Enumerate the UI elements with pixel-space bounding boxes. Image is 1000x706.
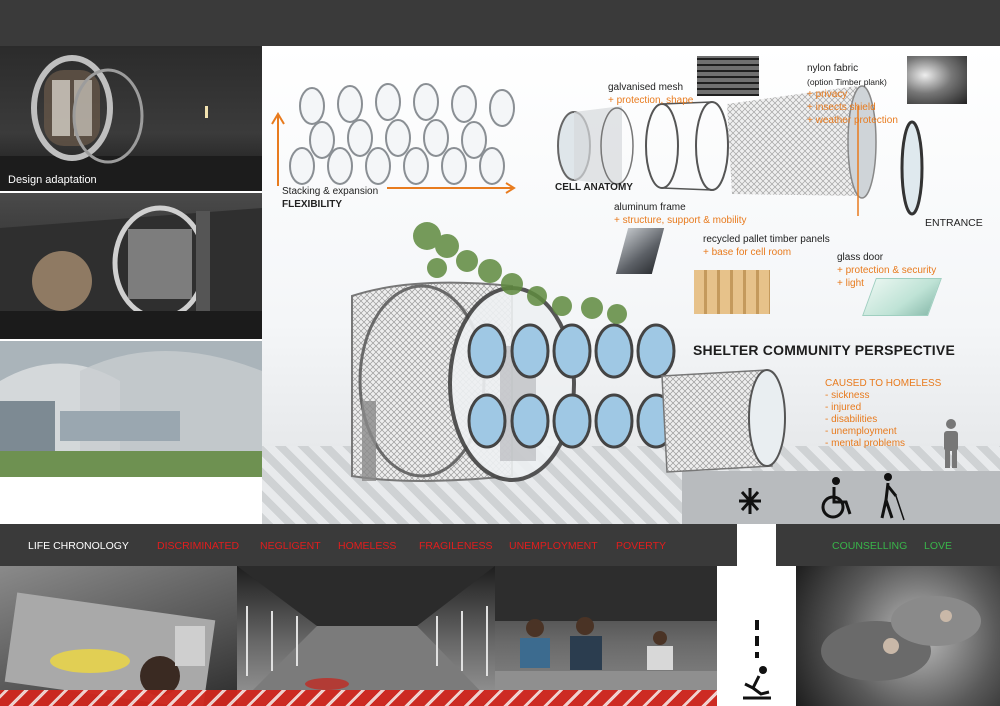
cause-item: - unemployment <box>825 426 897 437</box>
aluminum-frame-label: aluminum frame <box>614 202 686 213</box>
glass-swatch <box>862 278 942 316</box>
recycled-pallet-note: + base for cell room <box>703 247 792 258</box>
photo-caption: Design adaptation <box>8 174 97 186</box>
galvanised-mesh-label: galvanised mesh <box>608 82 684 93</box>
nylon-note-weather: + weather protection <box>807 115 898 126</box>
capsule-render-illustration <box>0 55 262 191</box>
worn-shoes-illustration <box>821 596 981 681</box>
nylon-note-insects: + insects shield <box>807 102 876 113</box>
shelter-community-title: SHELTER COMMUNITY PERSPECTIVE <box>693 342 955 358</box>
photo-worn-shoes <box>796 566 1000 706</box>
fall-arrow-column <box>717 524 796 706</box>
walkway-illustration <box>237 566 495 706</box>
chronology-title: LIFE CHRONOLOGY <box>28 540 129 552</box>
hazard-stripe <box>0 690 717 706</box>
aluminum-frame-note: + structure, support & mobility <box>614 215 747 226</box>
pallet-swatch <box>694 270 770 314</box>
photo-interior-capsules <box>0 193 262 339</box>
stacking-label: Stacking & expansion <box>282 186 379 197</box>
galvanised-mesh-note: + protection, shape <box>608 95 694 106</box>
entrance-label: ENTRANCE <box>925 217 983 229</box>
stage-poverty: POVERTY <box>616 540 666 552</box>
sleeping-man-illustration <box>4 592 216 706</box>
nylon-option-label: (option Timber plank) <box>807 77 887 87</box>
flexibility-label: FLEXIBILITY <box>282 199 342 210</box>
recycled-pallet-label: recycled pallet timber panels <box>703 234 830 245</box>
stage-unemployment: UNEMPLOYMENT <box>509 540 598 552</box>
nylon-fabric-swatch <box>907 56 967 104</box>
nylon-note-privacy: + privacy <box>807 89 848 100</box>
life-chronology-band: LIFE CHRONOLOGY DISCRIMINATED NEGLIGENT … <box>0 524 1000 566</box>
stage-discriminated: DISCRIMINATED <box>157 540 240 552</box>
top-band <box>0 0 1000 46</box>
photo-sleeping-man <box>0 566 237 706</box>
wheelchair-icon <box>821 477 852 519</box>
seated-men-illustration <box>495 566 717 706</box>
positive-counselling: COUNSELLING <box>832 540 908 552</box>
positive-love: LOVE <box>924 540 953 552</box>
causes-list: CAUSED TO HOMELESS - sickness - injured … <box>825 378 941 450</box>
glass-door-note-security: + protection & security <box>837 265 937 276</box>
photo-exterior-view <box>0 341 262 477</box>
fallen-person-icon <box>743 666 771 700</box>
cause-item: - injured <box>825 402 862 413</box>
person-standing-icon <box>944 419 958 468</box>
stage-homeless: HOMELESS <box>338 540 397 552</box>
down-arrow-graphic <box>717 524 796 706</box>
glass-door-note-light: + light <box>837 278 864 289</box>
photo-design-adaptation: Design adaptation <box>0 46 262 191</box>
interior-capsules-illustration <box>0 205 262 339</box>
cause-item: - mental problems <box>825 438 906 449</box>
sparkle-icon <box>739 488 761 514</box>
blind-person-icon <box>880 473 905 521</box>
cell-anatomy-label: CELL ANATOMY <box>555 182 633 193</box>
photo-walkway <box>237 566 495 706</box>
cause-item: - disabilities <box>825 414 878 425</box>
nylon-fabric-label: nylon fabric <box>807 63 859 74</box>
causes-title: CAUSED TO HOMELESS <box>825 378 942 389</box>
stage-fragileness: FRAGILENESS <box>419 540 493 552</box>
shelter-illustration <box>271 83 924 482</box>
shelter-scene: Stacking & expansion FLEXIBILITY CELL AN… <box>262 46 1000 524</box>
photo-seated-men <box>495 566 717 706</box>
galvanised-mesh-swatch <box>697 56 759 96</box>
stage-negligent: NEGLIGENT <box>260 540 321 552</box>
glass-door-label: glass door <box>837 252 884 263</box>
exterior-view-illustration <box>0 341 262 477</box>
cause-item: - sickness <box>825 390 870 401</box>
